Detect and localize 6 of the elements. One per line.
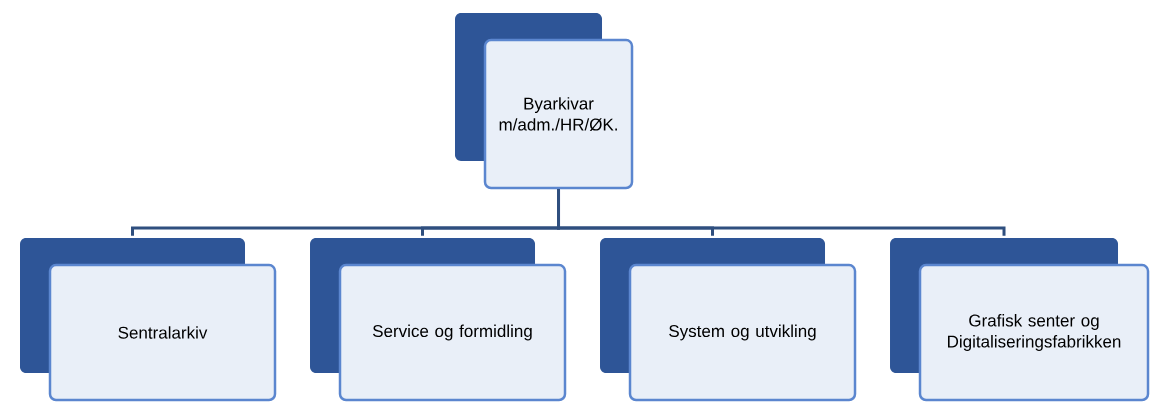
org-box: Sentralarkiv (20, 238, 277, 402)
org-box: System og utvikling (600, 238, 857, 402)
org-box: Byarkivar m/adm./HR/ØK. (455, 13, 634, 190)
org-box: Grafisk senter og Digitaliseringsfabrikken (890, 238, 1150, 402)
connector-line (557, 189, 1006, 236)
org-box: Service og formidling (310, 238, 567, 402)
